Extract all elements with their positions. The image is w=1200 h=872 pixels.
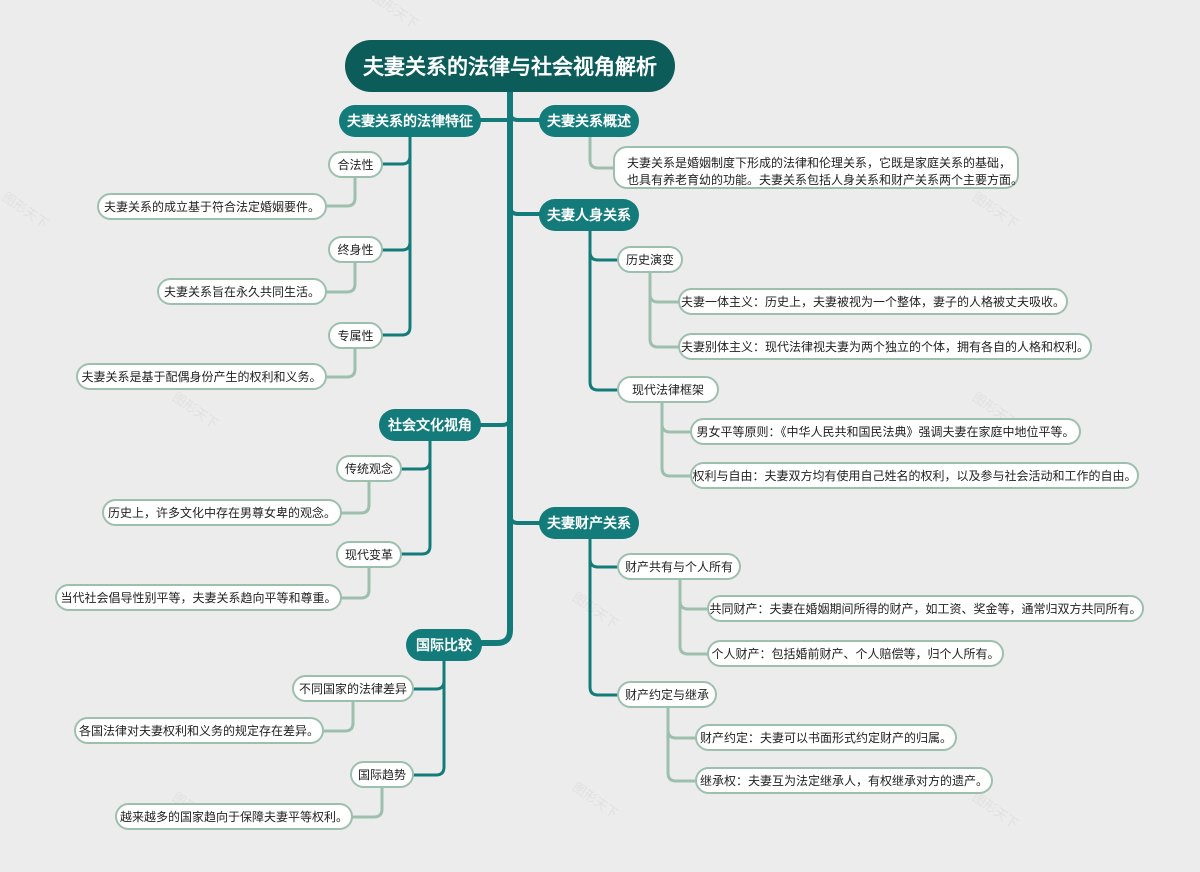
detail-lifelong[interactable]: 夫妻关系旨在永久共同生活。 (157, 278, 327, 305)
topic-property-relations[interactable]: 夫妻财产关系 (539, 507, 639, 539)
topic-overview[interactable]: 夫妻关系概述 (539, 105, 639, 137)
topic-social-culture[interactable]: 社会文化视角 (379, 409, 481, 441)
item-common-property[interactable]: 共同财产：夫妻在婚姻期间所得的财产，如工资、奖金等，通常归双方共同所有。 (707, 595, 1144, 622)
topic-international[interactable]: 国际比较 (406, 629, 482, 661)
item-unity-doctrine[interactable]: 夫妻一体主义：历史上，夫妻被视为一个整体，妻子的人格被丈夫吸收。 (678, 288, 1068, 315)
subtopic-common-personal[interactable]: 财产共有与个人所有 (617, 553, 741, 580)
root-topic[interactable]: 夫妻关系的法律与社会视角解析 (345, 40, 675, 92)
topic-legal-features[interactable]: 夫妻关系的法律特征 (339, 105, 481, 137)
item-equality-principle[interactable]: 男女平等原则：《中华人民共和国民法典》强调夫妻在家庭中地位平等。 (690, 418, 1081, 445)
detail-legality[interactable]: 夫妻关系的成立基于符合法定婚姻要件。 (97, 193, 327, 220)
item-rights-freedom[interactable]: 权利与自由：夫妻双方均有使用自己姓名的权利，以及参与社会活动和工作的自由。 (690, 462, 1139, 489)
subtopic-history[interactable]: 历史演变 (617, 246, 683, 273)
detail-exclusive[interactable]: 夫妻关系是基于配偶身份产生的权利和义务。 (76, 363, 327, 390)
topic-personal-relations[interactable]: 夫妻人身关系 (539, 199, 639, 231)
detail-overview[interactable]: 夫妻关系是婚姻制度下形成的法律和伦理关系，它既是家庭关系的基础， 也具有养老育幼… (613, 146, 1023, 189)
detail-tradition[interactable]: 历史上，许多文化中存在男尊女卑的观念。 (102, 499, 342, 526)
item-personal-property[interactable]: 个人财产：包括婚前财产、个人赔偿等，归个人所有。 (707, 640, 1004, 667)
subtopic-modern-framework[interactable]: 现代法律框架 (617, 376, 719, 403)
subtopic-lifelong[interactable]: 终身性 (328, 236, 383, 263)
subtopic-modern-change[interactable]: 现代变革 (336, 541, 402, 568)
item-property-agreement[interactable]: 财产约定：夫妻可以书面形式约定财产的归属。 (695, 724, 957, 751)
subtopic-intl-trend[interactable]: 国际趋势 (350, 761, 414, 788)
subtopic-legal-differences[interactable]: 不同国家的法律差异 (292, 675, 414, 702)
subtopic-agreement-inheritance[interactable]: 财产约定与继承 (617, 681, 717, 708)
subtopic-exclusive[interactable]: 专属性 (328, 322, 383, 349)
subtopic-legality[interactable]: 合法性 (328, 151, 383, 178)
item-inheritance-right[interactable]: 继承权：夫妻互为法定继承人，有权继承对方的遗产。 (695, 767, 993, 794)
detail-legal-differences[interactable]: 各国法律对夫妻权利和义务的规定存在差异。 (74, 717, 324, 744)
subtopic-tradition[interactable]: 传统观念 (336, 455, 402, 482)
detail-modern-change[interactable]: 当代社会倡导性别平等，夫妻关系趋向平等和尊重。 (55, 584, 342, 611)
detail-intl-trend[interactable]: 越来越多的国家趋向于保障夫妻平等权利。 (115, 803, 353, 830)
item-separate-doctrine[interactable]: 夫妻别体主义：现代法律视夫妻为两个独立的个体，拥有各自的人格和权利。 (678, 333, 1092, 360)
